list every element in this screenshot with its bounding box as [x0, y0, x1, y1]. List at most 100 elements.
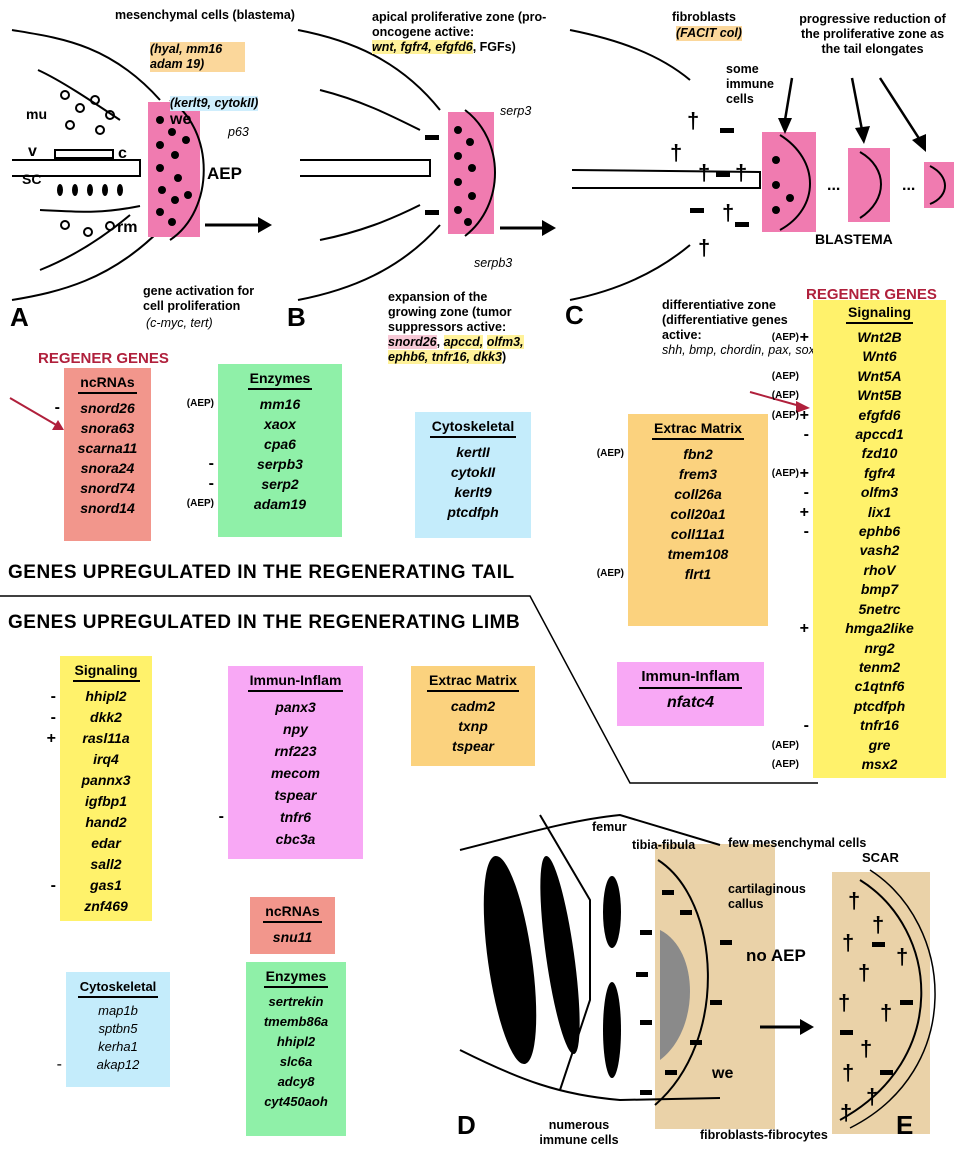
gene-item: -olfm3	[813, 483, 946, 502]
gene-item: 5netrc	[813, 600, 946, 619]
gene-item: hand2	[60, 812, 152, 833]
gene-item: -serp2	[218, 474, 342, 494]
minus-mark-2	[425, 210, 439, 215]
panel-a-arrowhead	[258, 217, 272, 233]
gene-item: (AEP)Wnt5A	[813, 367, 946, 386]
gene-item: +hmga2like	[813, 619, 946, 638]
gene-item: cbc3a	[228, 828, 363, 850]
label-p63: p63	[228, 125, 249, 140]
minus-mark	[716, 172, 730, 177]
gene-item: map1b	[66, 1002, 170, 1020]
gene-item: tmemb86a	[246, 1012, 346, 1032]
gene-item: -apccd1	[813, 425, 946, 444]
limb-cytoskeletal-box: Cytoskeletal map1b sptbn5 kerha1 -akap12	[66, 972, 170, 1087]
scar-label: SCAR	[862, 850, 899, 865]
apical-genes: wnt, fgfr4, efgfd6	[372, 40, 473, 54]
dots-1: ...	[827, 178, 840, 193]
gene-activation-genes: (c-myc, tert)	[146, 316, 213, 331]
box-title: Extrac Matrix	[427, 672, 519, 692]
gene-item: frem3	[628, 464, 768, 484]
gene-item: +lix1	[813, 503, 946, 522]
fibroblasts-fibrocytes-label: fibroblasts-fibrocytes	[700, 1128, 828, 1143]
gene-item: cytokII	[415, 462, 531, 482]
box-title: Cytoskeletal	[430, 418, 516, 438]
gene-item: snora24	[64, 458, 151, 478]
gene-item: (AEP)mm16	[218, 394, 342, 414]
gene-item: adcy8	[246, 1072, 346, 1092]
box-title: Signaling	[73, 662, 140, 682]
expansion-tail: )	[502, 350, 506, 364]
femur-label: femur	[592, 820, 627, 835]
gene-item: tspear	[411, 736, 535, 756]
gene-item: -snord26	[64, 398, 151, 418]
apical-tail: , FGFs)	[473, 40, 516, 54]
plus-mark: †	[722, 200, 734, 226]
box-title: Immun-Inflam	[639, 668, 741, 689]
gene-item: znf469	[60, 896, 152, 917]
gene-activation-label: gene activation for cell proliferation	[143, 284, 273, 314]
no-aep-label: no AEP	[746, 948, 806, 963]
gene-item: tspear	[228, 784, 363, 806]
gene-item: snord74	[64, 478, 151, 498]
box-title: ncRNAs	[78, 374, 136, 394]
we-label-d: we	[712, 1066, 733, 1081]
gene-item: panx3	[228, 696, 363, 718]
gene-item: (AEP)flrt1	[628, 564, 768, 584]
expansion-gene-apccd: apccd,	[444, 335, 484, 349]
gene-item: Wnt6	[813, 347, 946, 366]
minus-mark-1	[425, 135, 439, 140]
gene-item: ptcdfph	[415, 502, 531, 522]
panel-c-blastema-3	[924, 162, 954, 208]
gene-item: rhoV	[813, 561, 946, 580]
label-sc: SC	[22, 172, 41, 187]
box-title: Signaling	[846, 304, 913, 324]
plus-mark: †	[670, 140, 682, 166]
panel-a-tail-drawing	[12, 30, 160, 300]
gene-item: c1qtnf6	[813, 677, 946, 696]
plus-mark: †	[698, 235, 710, 261]
progress-arrow-3	[880, 78, 920, 140]
gene-item: (AEP)Wnt5B	[813, 386, 946, 405]
panel-b-tail-drawing	[298, 30, 440, 300]
gene-item: nfatc4	[617, 693, 764, 713]
gene-item: (AEP)gre	[813, 736, 946, 755]
minus-mark	[720, 128, 734, 133]
gene-item: -ephb6	[813, 522, 946, 541]
gene-item: tenm2	[813, 658, 946, 677]
some-immune-label: some immune cells	[726, 62, 796, 107]
progress-arrow-2	[852, 78, 862, 130]
few-mesenchymal-label: few mesenchymal cells	[728, 836, 878, 851]
gene-item: slc6a	[246, 1052, 346, 1072]
gene-item: -dkk2	[60, 707, 152, 728]
panel-c-blastema-1	[762, 132, 816, 232]
box-title: Extrac Matrix	[652, 420, 744, 440]
gene-item: cpa6	[218, 434, 342, 454]
gene-item: (AEP)+Wnt2B	[813, 328, 946, 347]
gene-item: npy	[228, 718, 363, 740]
box-title: Cytoskeletal	[78, 979, 159, 998]
numerous-immune-label: numerous immune cells	[524, 1118, 634, 1148]
tail-signaling-box: Signaling (AEP)+Wnt2BWnt6(AEP)Wnt5A(AEP)…	[813, 300, 946, 778]
gene-item: (AEP)fbn2	[628, 444, 768, 464]
gene-item: rnf223	[228, 740, 363, 762]
gene-item: snord14	[64, 498, 151, 518]
minus-mark	[735, 222, 749, 227]
tail-enzymes-box: Enzymes (AEP)mm16 xaox cpa6 -serpb3 -ser…	[218, 364, 342, 537]
gene-item: kertII	[415, 442, 531, 462]
panel-d-arrowhead	[800, 1019, 814, 1035]
panel-letter-d: D	[457, 1110, 476, 1141]
expansion-label: expansion of the growing zone (tumor sup…	[388, 290, 533, 335]
callus-label: cartilaginous callus	[728, 882, 818, 912]
limb-enzymes-box: Enzymes sertrekin tmemb86a hhipl2 slc6a …	[246, 962, 346, 1136]
gene-item: sptbn5	[66, 1020, 170, 1038]
gene-item: fzd10	[813, 444, 946, 463]
minus-mark	[690, 208, 704, 213]
label-mu: mu	[26, 107, 47, 122]
gene-item: vash2	[813, 541, 946, 560]
tail-ecm-box: Extrac Matrix (AEP)fbn2 frem3 coll26a co…	[628, 414, 768, 626]
gene-item: (AEP)+efgfd6	[813, 406, 946, 425]
gene-item: irq4	[60, 749, 152, 770]
gene-item: -serpb3	[218, 454, 342, 474]
limb-ncrnas-box: ncRNAs snu11	[250, 897, 335, 954]
box-title: Enzymes	[248, 370, 313, 390]
